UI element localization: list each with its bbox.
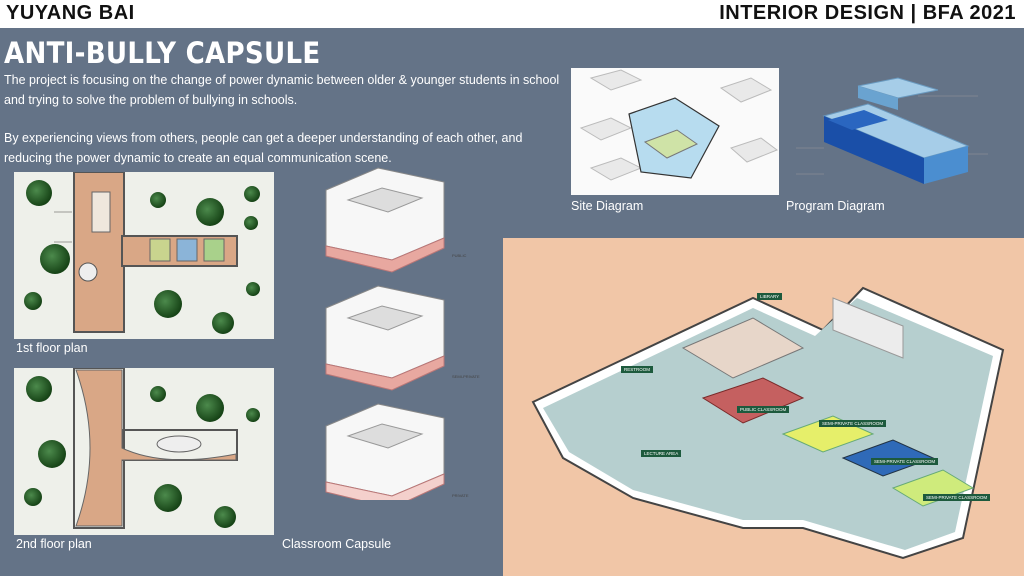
tree-icon [24, 292, 42, 310]
tag-library: LIBRARY [757, 293, 783, 300]
tree-icon [196, 394, 224, 422]
tag-public-classroom: PUBLIC CLASSROOM [737, 406, 790, 413]
tag-restroom: RESTROOM [621, 366, 654, 373]
second-floor-plan [14, 367, 274, 535]
tree-icon [196, 198, 224, 226]
tree-icon [244, 186, 260, 202]
tree-icon [246, 408, 260, 422]
site-diagram-drawing [579, 69, 779, 181]
author-name: YUYANG BAI [6, 2, 135, 24]
tree-icon [246, 282, 260, 296]
capsule-semi-private [325, 285, 445, 391]
tree-icon [154, 290, 182, 318]
tag-semi-private-2: SEMI-PRIVATE CLASSROOM [871, 458, 939, 465]
capsule-label-public: PUBLIC [452, 253, 467, 258]
first-floor-plan-drawing [54, 171, 238, 333]
capsule-private [325, 403, 445, 500]
tree-icon [244, 216, 258, 230]
isometric-interior-area: LIBRARY RESTROOM PUBLIC CLASSROOM LECTUR… [503, 238, 1024, 576]
program-diagram [796, 77, 988, 184]
tree-icon [40, 244, 70, 274]
tree-icon [150, 386, 166, 402]
tree-icon [214, 506, 236, 528]
tree-icon [150, 192, 166, 208]
tag-semi-private-3: SEMI-PRIVATE CLASSROOM [923, 494, 991, 501]
capsule-public [325, 167, 445, 273]
tag-lecture-area: LECTURE AREA [641, 450, 682, 457]
program-diagram-caption: Program Diagram [786, 199, 885, 213]
tag-semi-private-1: SEMI-PRIVATE CLASSROOM [819, 420, 887, 427]
project-description-1: The project is focusing on the change of… [4, 73, 560, 107]
site-diagram [571, 68, 779, 195]
second-floor-plan-drawing [73, 367, 238, 529]
tree-icon [26, 376, 52, 402]
tree-icon [38, 440, 66, 468]
top-bar: YUYANG BAI INTERIOR DESIGN | BFA 2021 [0, 0, 1024, 28]
classroom-capsules [325, 167, 445, 500]
tree-icon [26, 180, 52, 206]
first-floor-plan [14, 171, 274, 339]
project-description-2: By experiencing views from others, peopl… [4, 131, 523, 165]
capsule-label-private: PRIVATE [452, 493, 469, 498]
course-label: INTERIOR DESIGN | BFA 2021 [719, 2, 1016, 24]
tree-icon [212, 312, 234, 334]
isometric-interior-drawing [531, 286, 1005, 560]
capsule-caption: Classroom Capsule [282, 537, 392, 551]
capsule-label-semi-private: SEMI-PRIVATE [452, 374, 480, 379]
site-diagram-caption: Site Diagram [571, 199, 644, 213]
first-floor-plan-caption: 1st floor plan [16, 341, 88, 355]
tree-icon [154, 484, 182, 512]
second-floor-plan-caption: 2nd floor plan [16, 537, 92, 551]
project-title: ANTI-BULLY CAPSULE [4, 36, 321, 70]
tree-icon [24, 488, 42, 506]
